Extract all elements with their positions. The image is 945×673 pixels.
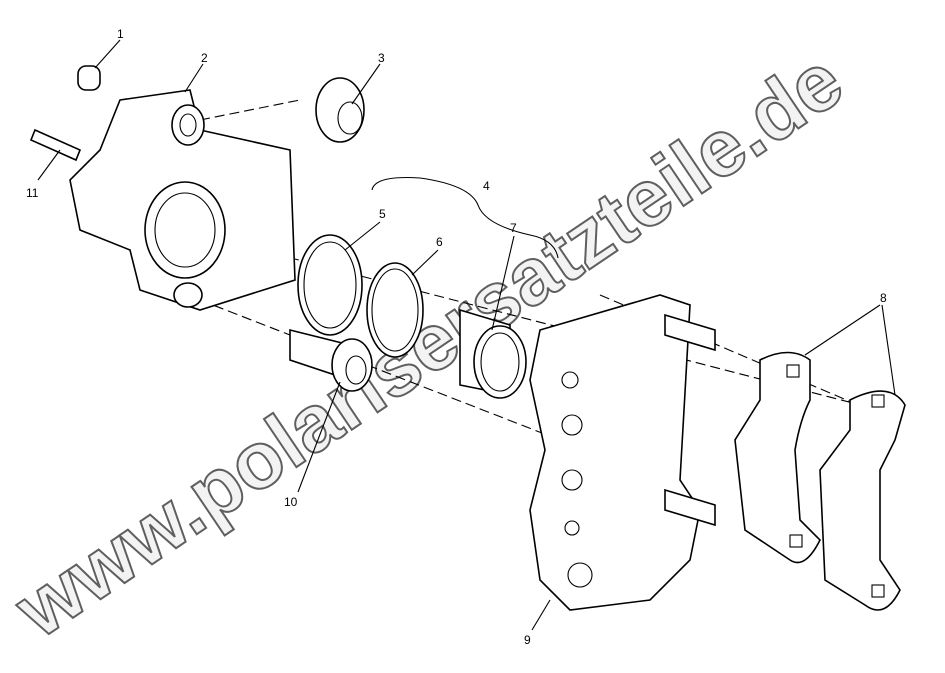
axis-line-top (199, 99, 301, 121)
callout-11: 11 (26, 186, 39, 200)
callout-7: 7 (510, 221, 517, 235)
callout-1: 1 (117, 27, 124, 41)
callout-9: 9 (524, 633, 531, 647)
axis-line-bottom (199, 299, 561, 441)
part-5-seal (297, 234, 363, 336)
part-1-bleeder-cap (77, 65, 101, 91)
part-8-brake-pads (734, 351, 906, 611)
part-11-bleeder-screw (29, 128, 82, 162)
part-10-guide-pin (289, 328, 373, 392)
part-7-piston (459, 308, 527, 399)
callout-2: 2 (201, 51, 208, 65)
part-3-boot (315, 77, 365, 143)
part-9-mounting-bracket (529, 294, 716, 611)
callout-3: 3 (378, 51, 385, 65)
callout-4: 4 (483, 179, 490, 193)
part-6-seal (366, 262, 424, 358)
callout-6: 6 (436, 235, 443, 249)
leader-lines (37, 39, 896, 631)
part-4-kit-bracket (371, 176, 559, 259)
callout-10: 10 (284, 495, 298, 509)
callout-8: 8 (880, 291, 887, 305)
part-2-caliper-body (69, 89, 296, 311)
callout-5: 5 (379, 207, 386, 221)
